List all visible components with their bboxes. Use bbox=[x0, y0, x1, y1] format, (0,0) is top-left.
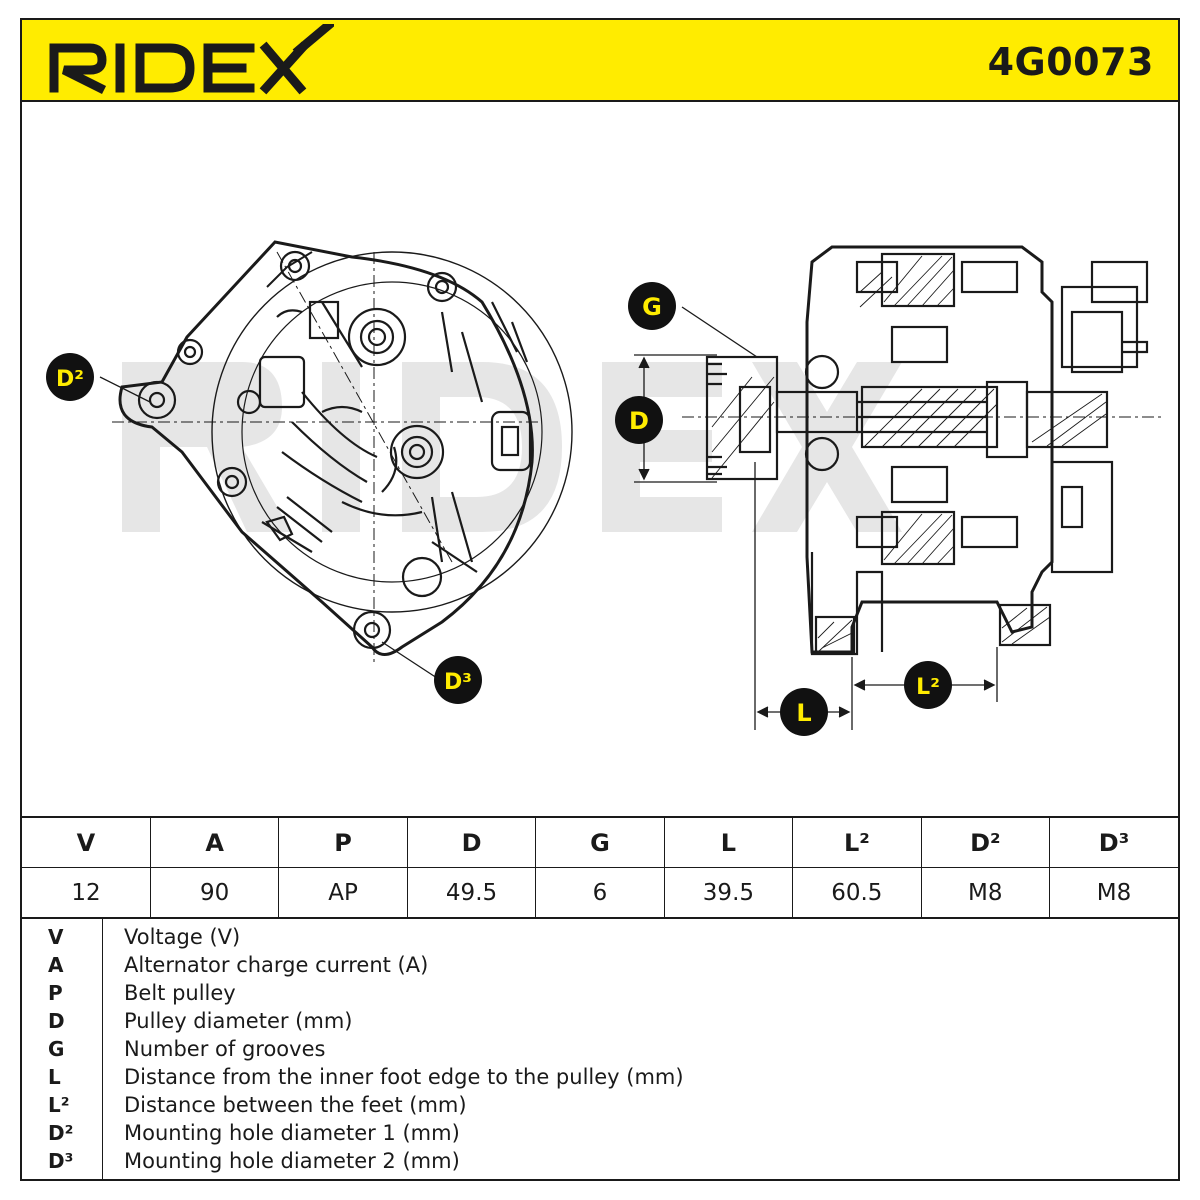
spec-value-cell: M8 bbox=[1049, 867, 1178, 919]
legend-description: Voltage (V) bbox=[124, 925, 241, 949]
callout-d: D bbox=[615, 396, 663, 444]
spec-value-cell: 90 bbox=[149, 867, 280, 919]
legend-description: Mounting hole diameter 1 (mm) bbox=[124, 1121, 460, 1145]
watermark bbox=[122, 362, 902, 532]
legend-description: Distance from the inner foot edge to the… bbox=[124, 1065, 684, 1089]
spec-value-cell: M8 bbox=[920, 867, 1051, 919]
legend-item: G Number of grooves bbox=[22, 1037, 1178, 1065]
left-leader-lines bbox=[99, 376, 441, 681]
legend-item: D³ Mounting hole diameter 2 (mm) bbox=[22, 1149, 1178, 1177]
callout-l-label: L bbox=[796, 699, 811, 727]
legend-description: Belt pulley bbox=[124, 981, 236, 1005]
technical-drawing: G D D² D³ L L² bbox=[22, 102, 1178, 816]
spec-value-row: 12 90 AP 49.5 6 39.5 60.5 M8 M8 bbox=[22, 867, 1178, 919]
legend-symbol: L bbox=[48, 1065, 61, 1089]
spec-value-cell: 39.5 bbox=[663, 867, 794, 919]
legend-item: L Distance from the inner foot edge to t… bbox=[22, 1065, 1178, 1093]
alternator-section-view bbox=[705, 245, 1149, 656]
legend-description: Distance between the feet (mm) bbox=[124, 1093, 467, 1117]
legend-symbol: L² bbox=[48, 1093, 70, 1117]
callout-d3: D³ bbox=[434, 656, 482, 704]
product-sheet: 4G0073 bbox=[20, 17, 1180, 1181]
callout-d3-label: D³ bbox=[444, 670, 472, 695]
spec-value-cell: 49.5 bbox=[406, 867, 537, 919]
legend-description: Number of grooves bbox=[124, 1037, 326, 1061]
legend-symbol: D² bbox=[48, 1121, 74, 1145]
legend-item: D² Mounting hole diameter 1 (mm) bbox=[22, 1121, 1178, 1149]
spec-header-cell: A bbox=[149, 816, 280, 868]
legend-divider bbox=[102, 917, 103, 1179]
legend-item: V Voltage (V) bbox=[22, 925, 1178, 953]
alternator-rear-view bbox=[118, 240, 573, 656]
spec-header-cell: P bbox=[278, 816, 408, 868]
spec-header-cell: V bbox=[22, 816, 151, 868]
legend-description: Mounting hole diameter 2 (mm) bbox=[124, 1149, 460, 1173]
spec-header-cell: D³ bbox=[1049, 816, 1178, 868]
spec-header-cell: D² bbox=[920, 816, 1051, 868]
legend-symbol: D³ bbox=[48, 1149, 74, 1173]
spec-header-cell: G bbox=[535, 816, 665, 868]
legend-symbol: V bbox=[48, 925, 64, 949]
spec-value-cell: AP bbox=[278, 867, 408, 919]
legend-symbol: D bbox=[48, 1009, 65, 1033]
part-number: 4G0073 bbox=[987, 40, 1154, 84]
callout-d-label: D bbox=[629, 407, 649, 435]
legend-symbol: P bbox=[48, 981, 63, 1005]
legend-item: P Belt pulley bbox=[22, 981, 1178, 1009]
header-bar: 4G0073 bbox=[22, 17, 1178, 102]
section-hatching bbox=[711, 255, 1107, 653]
spec-header-row: V A P D G L L² D² D³ bbox=[22, 816, 1178, 868]
legend: V Voltage (V) A Alternator charge curren… bbox=[22, 917, 1178, 1179]
ridex-logo bbox=[44, 17, 337, 102]
callout-d2: D² bbox=[46, 353, 94, 401]
callout-l2: L² bbox=[904, 661, 952, 709]
callout-l2-label: L² bbox=[916, 675, 940, 700]
legend-description: Pulley diameter (mm) bbox=[124, 1009, 353, 1033]
callout-d2-label: D² bbox=[56, 367, 84, 392]
spec-header-cell: D bbox=[406, 816, 537, 868]
spec-header-cell: L bbox=[663, 816, 794, 868]
spec-value-cell: 6 bbox=[535, 867, 665, 919]
callout-g-label: G bbox=[642, 293, 662, 321]
left-centerlines bbox=[112, 251, 542, 662]
legend-description: Alternator charge current (A) bbox=[124, 953, 429, 977]
legend-item: D Pulley diameter (mm) bbox=[22, 1009, 1178, 1037]
legend-symbol: A bbox=[48, 953, 64, 977]
callout-g: G bbox=[628, 282, 676, 330]
spec-value-cell: 12 bbox=[22, 867, 151, 919]
callout-l: L bbox=[780, 688, 828, 736]
spec-table: V A P D G L L² D² D³ 12 90 AP 49.5 6 39.… bbox=[22, 816, 1178, 919]
spec-header-cell: L² bbox=[792, 816, 922, 868]
spec-value-cell: 60.5 bbox=[792, 867, 922, 919]
legend-symbol: G bbox=[48, 1037, 65, 1061]
legend-item: A Alternator charge current (A) bbox=[22, 953, 1178, 981]
legend-item: L² Distance between the feet (mm) bbox=[22, 1093, 1178, 1121]
